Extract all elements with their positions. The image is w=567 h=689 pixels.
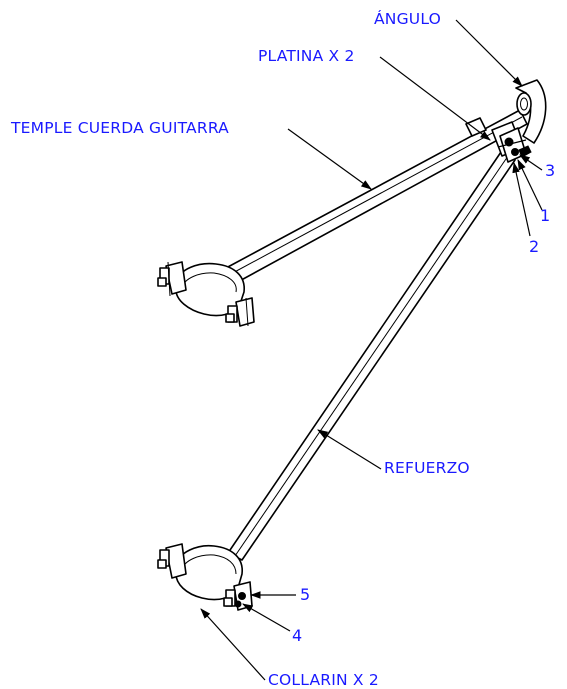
balloon-2: 2 <box>529 237 539 256</box>
label-temple: TEMPLE CUERDA GUITARRA <box>10 119 229 137</box>
leader-refuerzo <box>317 429 382 470</box>
leader-temple <box>287 128 372 190</box>
label-platina: PLATINA X 2 <box>258 47 355 65</box>
refuerzo-tube <box>227 151 516 561</box>
leader-4 <box>242 603 291 632</box>
label-angulo: ÁNGULO <box>374 9 441 28</box>
leader-lines <box>200 19 543 681</box>
balloon-5: 5 <box>300 585 310 604</box>
collar-upper <box>157 261 255 327</box>
label-refuerzo: REFUERZO <box>384 459 470 477</box>
angulo-bracket <box>515 79 547 144</box>
leader-3 <box>519 154 543 171</box>
label-collarin: COLLARIN X 2 <box>268 671 379 689</box>
leader-1 <box>517 159 543 211</box>
leader-collarin <box>200 608 266 681</box>
collar-lower <box>157 543 253 611</box>
balloon-1: 1 <box>540 206 550 225</box>
leader-2 <box>512 161 531 237</box>
balloon-3: 3 <box>545 161 555 180</box>
leader-platina <box>379 56 491 141</box>
leader-angulo <box>455 19 523 87</box>
balloon-4: 4 <box>292 626 302 645</box>
